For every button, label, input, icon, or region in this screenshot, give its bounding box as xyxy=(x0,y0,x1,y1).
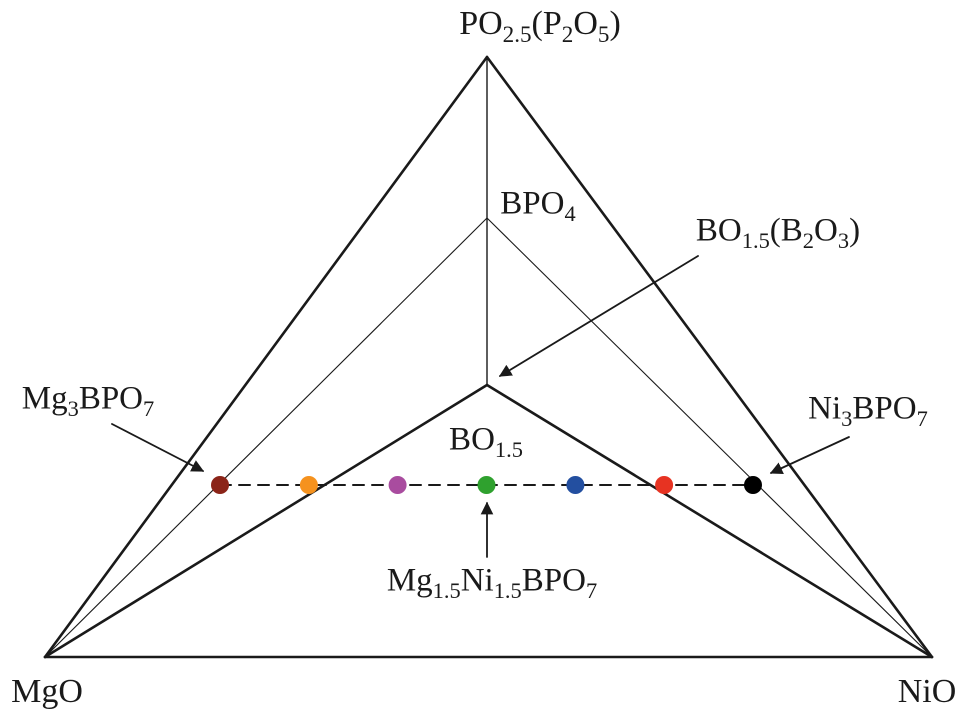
vertex-label-po25-p2o5: PO2.5(P2O5) xyxy=(459,5,621,48)
arrow-to-ni3bpo7-dot xyxy=(769,436,850,474)
label-bo15: BO1.5 xyxy=(449,421,523,463)
edge-po-nio xyxy=(485,55,934,659)
tie-line-nio-bpo4 xyxy=(486,217,933,658)
label-ni3bpo7: Ni3BPO7 xyxy=(808,390,928,432)
dot-5-blue xyxy=(566,476,585,494)
dot-1-maroon xyxy=(211,476,229,494)
line-bo15-mgo xyxy=(43,383,489,659)
label-bpo4: BPO4 xyxy=(500,185,576,227)
dot-6-red xyxy=(655,476,674,494)
label-mg15ni15bpo7: Mg1.5Ni1.5BPO7 xyxy=(386,562,598,604)
label-bo15-b2o3: BO1.5(B2O3) xyxy=(695,212,861,254)
vertex-label-nio: NiO xyxy=(897,673,957,710)
line-bo15-nio xyxy=(485,383,934,659)
tie-line-mgo-bpo4 xyxy=(44,217,488,658)
vertex-label-mgo: MgO xyxy=(11,673,83,710)
edge-po-mgo xyxy=(43,55,489,659)
arrow-to-bo15-junction xyxy=(498,255,699,377)
label-mg3bpo7: Mg3BPO7 xyxy=(21,380,155,422)
arrow-to-mg3bpo7-dot xyxy=(111,423,205,472)
dot-7-black xyxy=(744,476,762,494)
dot-4-green xyxy=(477,476,496,494)
dot-3-purple xyxy=(388,476,407,494)
composition-dots xyxy=(211,476,762,494)
dot-2-orange xyxy=(299,476,318,494)
